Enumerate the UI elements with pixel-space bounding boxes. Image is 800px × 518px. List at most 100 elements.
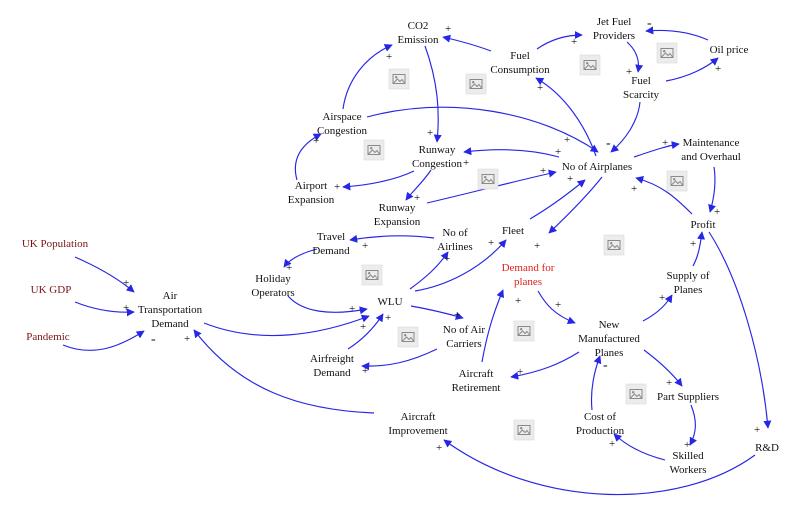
image-placeholder-icon	[579, 54, 601, 76]
polarity-sign: +	[666, 377, 672, 389]
link-wlu-to-fleet	[414, 239, 507, 292]
link-ext-population-to-atd	[74, 256, 135, 293]
link-new-manufactured-to-part-suppliers	[643, 349, 683, 387]
polarity-sign: +	[567, 173, 573, 185]
polarity-sign: +	[515, 295, 521, 307]
link-profit-to-airplanes	[635, 175, 693, 215]
link-airport-expansion-to-airspace	[294, 133, 322, 181]
image-placeholder-icon	[513, 320, 535, 342]
polarity-sign: -	[151, 332, 156, 347]
link-maintenance-to-profit	[708, 166, 716, 213]
polarity-sign: +	[444, 253, 450, 265]
link-supply-to-profit	[692, 231, 706, 267]
link-oil-to-jet-fuel	[645, 26, 709, 41]
link-fuel-consumption-to-co2	[442, 34, 492, 52]
polarity-sign: +	[385, 312, 391, 324]
polarity-sign: +	[362, 365, 368, 377]
image-placeholder-icon	[603, 234, 625, 256]
link-ext-pandemic-to-atd	[62, 330, 145, 351]
node-part-suppliers: Part Suppliers	[657, 391, 719, 403]
polarity-sign: +	[360, 321, 366, 333]
polarity-sign: +	[427, 127, 433, 139]
link-airplanes-to-maintenance	[633, 141, 680, 158]
link-airspace-to-airplanes	[366, 106, 599, 153]
polarity-sign: -	[603, 358, 608, 373]
link-air-carriers-to-airfreight	[361, 348, 438, 371]
polarity-sign: +	[537, 82, 543, 94]
polarity-sign: +	[555, 299, 561, 311]
link-travel-demand-to-holiday-operators	[283, 248, 318, 268]
node-uk-gdp: UK GDP	[31, 284, 72, 296]
node-pandemic: Pandemic	[26, 331, 69, 343]
causal-links	[62, 26, 772, 496]
polarity-sign: +	[123, 277, 129, 289]
node-fleet: Fleet	[502, 225, 524, 237]
link-co2-to-runway-congestion	[424, 45, 442, 143]
polarity-sign: +	[313, 135, 319, 147]
link-skilled-to-cost-of-production	[613, 433, 666, 461]
polarity-sign: +	[631, 183, 637, 195]
link-airfreight-to-wlu	[347, 313, 384, 350]
node-wlu: WLU	[377, 296, 402, 308]
polarity-sign: +	[690, 238, 696, 250]
polarity-sign: +	[184, 333, 190, 345]
image-placeholder-icon	[388, 68, 410, 90]
link-fleet-to-airplanes	[529, 179, 586, 220]
link-rd-to-aircraft-improvement	[443, 439, 756, 496]
polarity-sign: +	[626, 66, 632, 78]
link-atd-to-wlu	[203, 314, 370, 337]
polarity-sign: +	[555, 146, 561, 158]
link-runway-congestion-to-airport-expansion	[342, 170, 415, 191]
polarity-sign: +	[123, 302, 129, 314]
polarity-sign: +	[684, 439, 690, 451]
polarity-sign: +	[754, 424, 760, 436]
link-airspace-to-co2	[342, 44, 393, 110]
node-uk-population: UK Population	[22, 238, 89, 250]
image-placeholder-icon	[465, 73, 487, 95]
link-scarcity-to-airplanes	[610, 101, 641, 153]
link-new-manufactured-to-retirement	[510, 351, 580, 380]
node-no-of-airplanes: No of Airplanes	[562, 161, 632, 173]
image-placeholder-icon	[656, 42, 678, 64]
link-jet-fuel-to-scarcity	[626, 41, 644, 73]
polarity-sign: +	[286, 262, 292, 274]
node-oil-price: Oil price	[710, 44, 749, 56]
link-aircraft-improvement-to-atd	[193, 329, 375, 414]
link-profit-to-rd	[708, 231, 772, 429]
node-rd: R&D	[755, 442, 779, 454]
link-no-of-airlines-to-travel-demand	[349, 234, 435, 243]
polarity-sign: +	[463, 157, 469, 169]
polarity-sign: +	[659, 292, 665, 304]
link-runway-congestion-to-runway-expansion	[405, 169, 432, 201]
polarity-sign: +	[386, 51, 392, 63]
image-placeholder-icon	[361, 264, 383, 286]
image-placeholders	[361, 42, 688, 441]
link-wlu-to-no-of-airlines	[409, 251, 449, 290]
link-scarcity-to-oil	[665, 57, 719, 82]
polarity-sign: +	[445, 23, 451, 35]
polarity-sign: +	[715, 63, 721, 75]
polarity-sign: +	[349, 303, 355, 315]
image-placeholder-icon	[513, 419, 535, 441]
link-aircraft-retirement-to-demand-for-planes	[481, 289, 504, 363]
polarity-sign: +	[488, 237, 494, 249]
image-placeholder-icon	[397, 326, 419, 348]
